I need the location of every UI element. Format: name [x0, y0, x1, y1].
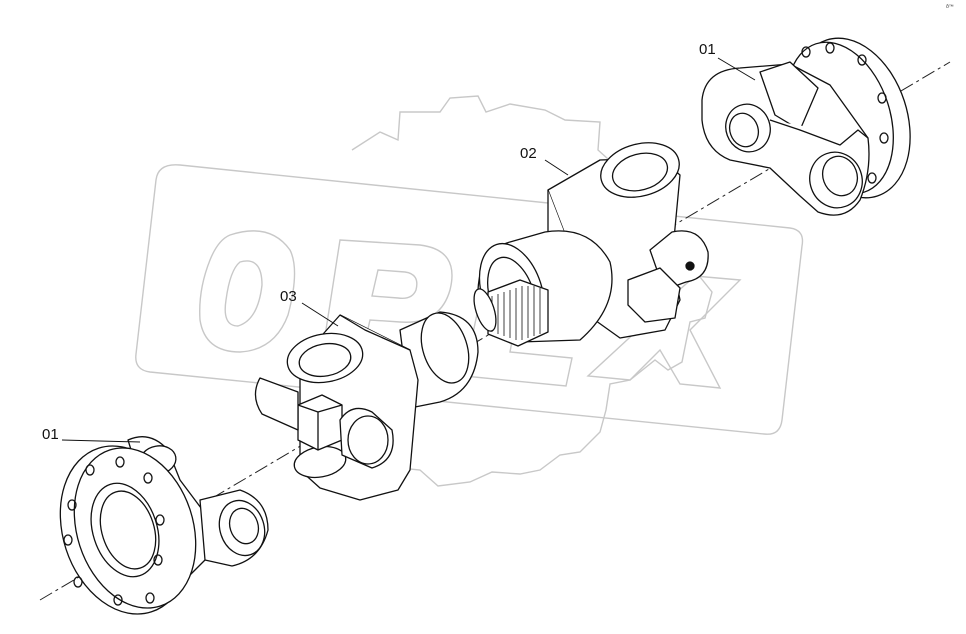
watermark-letter-p	[319, 239, 453, 373]
callout-label-03: 03	[280, 288, 297, 305]
leader-lines	[61, 57, 756, 443]
flange-yoke-lower	[59, 436, 269, 615]
tube-yoke-assembly	[254, 311, 479, 501]
callout-label-01-upper: 01	[699, 41, 716, 58]
slip-yoke-assembly	[473, 142, 709, 347]
callout-label-01-lower: 01	[42, 426, 59, 443]
leader-line-02	[544, 159, 569, 176]
flange-yoke-upper	[701, 37, 911, 216]
leader-line-03	[301, 302, 339, 327]
watermark-frame	[135, 164, 804, 435]
leader-line-01-lower	[61, 439, 141, 443]
watermark-letter-o	[199, 230, 296, 353]
corner-mark: ð™	[946, 4, 954, 10]
watermark-gear	[351, 95, 713, 487]
callout-label-02: 02	[520, 145, 537, 162]
watermark	[135, 95, 804, 487]
leader-line-01-upper	[717, 57, 756, 81]
